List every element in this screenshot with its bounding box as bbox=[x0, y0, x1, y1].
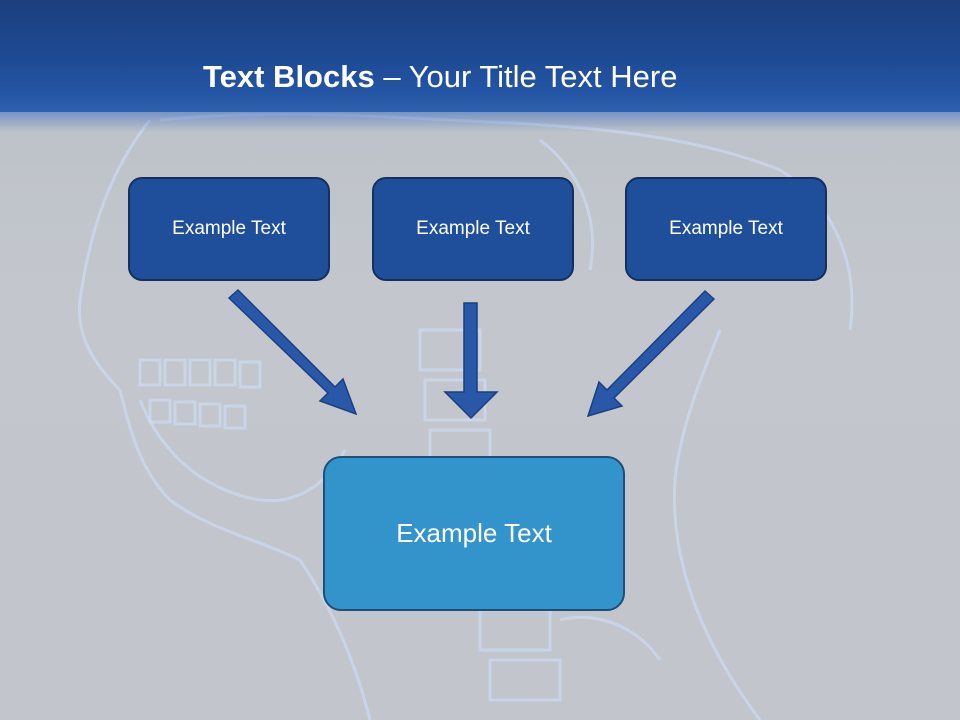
text-block-left-label: Example Text bbox=[172, 218, 286, 239]
text-block-right-label: Example Text bbox=[669, 218, 783, 239]
text-block-center[interactable]: Example Text bbox=[323, 456, 625, 611]
title-bar bbox=[0, 0, 960, 112]
slide-title: Text Blocks – Your Title Text Here bbox=[0, 54, 960, 100]
title-dash: – bbox=[374, 59, 409, 94]
text-block-middle-label: Example Text bbox=[416, 218, 530, 239]
title-bold-part: Text Blocks bbox=[203, 59, 375, 94]
text-block-right[interactable]: Example Text bbox=[625, 177, 827, 281]
text-block-middle[interactable]: Example Text bbox=[372, 177, 574, 281]
title-bar-shadow bbox=[0, 112, 960, 132]
title-rest-part: Your Title Text Here bbox=[408, 59, 678, 94]
text-block-center-label: Example Text bbox=[396, 518, 552, 548]
text-block-left[interactable]: Example Text bbox=[128, 177, 330, 281]
